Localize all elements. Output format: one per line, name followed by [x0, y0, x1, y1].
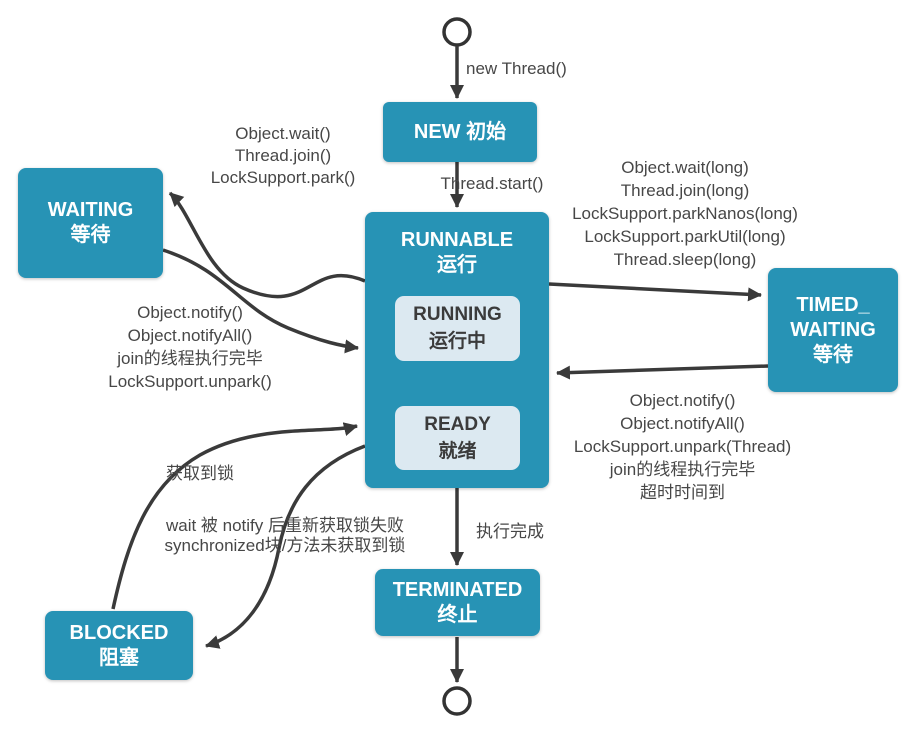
- label-runnable-to-terminated: 执行完成: [476, 522, 544, 541]
- state-terminated-label-en: TERMINATED: [392, 578, 523, 601]
- state-blocked-label-en: BLOCKED: [69, 621, 169, 644]
- substate-ready: READY 就绪: [395, 406, 520, 470]
- label-runnable-to-blocked: wait 被 notify 后重新获取锁失败 synchronized块/方法未…: [164, 516, 406, 555]
- state-runnable-title: RUNNABLE 运行: [365, 228, 549, 278]
- state-waiting: WAITING 等待: [18, 168, 163, 278]
- substate-ready-label-zh: 就绪: [438, 440, 477, 462]
- label-runnable-to-timed-waiting: Object.wait(long) Thread.join(long) Lock…: [572, 158, 798, 269]
- label-blocked-to-runnable: 获取到锁: [166, 464, 234, 483]
- label-waiting-to-runnable: Object.notify() Object.notifyAll() join的…: [108, 303, 272, 391]
- substate-running-label-zh: 运行中: [428, 331, 486, 352]
- state-blocked: BLOCKED 阻塞: [45, 611, 193, 680]
- substate-running-label-en: RUNNING: [413, 304, 502, 325]
- label-runnable-to-waiting: Object.wait() Thread.join() LockSupport.…: [210, 124, 356, 187]
- state-new-label: NEW 初始: [413, 120, 507, 143]
- substate-ready-label-en: READY: [424, 413, 491, 435]
- state-waiting-label-en: WAITING: [47, 199, 134, 221]
- edge-blocked-to-runnable: [111, 422, 358, 610]
- label-new-thread: new Thread(): [466, 59, 567, 78]
- state-timed-waiting: TIMED_ WAITING 等待: [768, 268, 898, 392]
- label-timed-waiting-to-runnable: Object.notify() Object.notifyAll() LockS…: [573, 391, 792, 502]
- edge-runnable-to-blocked: [205, 444, 366, 649]
- edge-runnable-to-waiting: [168, 191, 366, 299]
- state-terminated-label-zh: 终止: [437, 603, 478, 626]
- end-circle: [442, 686, 472, 716]
- state-timed-waiting-label-zh: 等待: [813, 343, 853, 366]
- label-thread-start: Thread.start(): [440, 174, 544, 193]
- state-timed-waiting-label-2: WAITING: [790, 318, 876, 341]
- edge-timed-waiting-to-runnable: [556, 364, 769, 380]
- state-blocked-label-zh: 阻塞: [99, 646, 139, 669]
- start-circle: [442, 17, 472, 47]
- state-waiting-label-zh: 等待: [70, 224, 111, 246]
- edge-waiting-to-runnable: [162, 248, 359, 354]
- state-runnable-label-zh: 运行: [437, 254, 477, 276]
- edge-runnable-to-timed-waiting: [548, 282, 762, 302]
- state-new: NEW 初始: [383, 102, 537, 162]
- substate-running: RUNNING 运行中: [395, 296, 520, 361]
- state-terminated: TERMINATED 终止: [375, 569, 540, 636]
- state-runnable-label-en: RUNNABLE: [400, 229, 514, 251]
- state-timed-waiting-label-1: TIMED_: [796, 293, 870, 316]
